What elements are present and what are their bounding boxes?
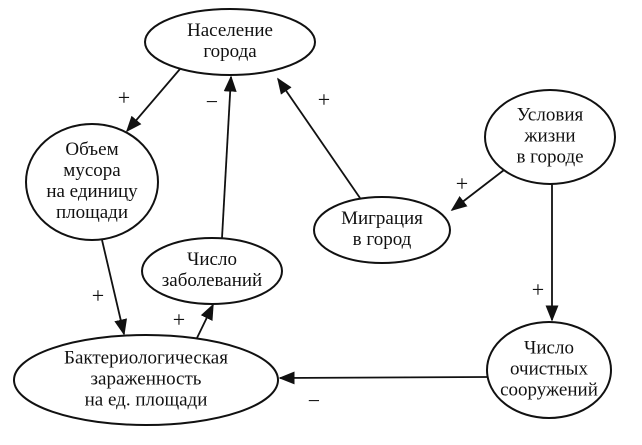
arrow-living-to-migration	[450, 169, 505, 211]
node-migration-label-line-1: в город	[353, 229, 412, 250]
arrow-treatment-to-bacteria	[278, 371, 488, 385]
arrow-disease-to-population	[221, 75, 237, 239]
node-living-label-line-2: в городе	[516, 146, 583, 167]
node-garbage-ellipse	[25, 123, 159, 241]
node-treatment-ellipse	[486, 321, 612, 419]
node-disease-label-line-1: заболеваний	[162, 270, 262, 291]
sign-bacteria-to-disease: +	[173, 307, 185, 332]
node-bacteria-label-line-1: зараженность	[91, 368, 202, 389]
node-bacteria-label-line-0: Бактериологическая	[64, 347, 228, 368]
node-population-label-line-1: города	[203, 41, 257, 62]
arrow-population-to-garbage	[125, 68, 181, 133]
node-living-label-line-1: жизни	[523, 125, 575, 146]
signs-layer: + + + − + + + −	[92, 85, 544, 413]
node-living-label-line-0: Условия	[517, 104, 584, 125]
node-bacteria-ellipse	[13, 334, 279, 426]
node-migration-ellipse	[313, 196, 451, 264]
node-population-ellipse	[144, 8, 316, 76]
node-garbage-label-line-3: площади	[56, 202, 128, 223]
arrow-bacteria-to-disease	[195, 303, 214, 341]
node-disease-ellipse	[141, 237, 283, 305]
sign-living-to-migration: +	[456, 171, 468, 196]
sign-disease-to-population: −	[206, 89, 218, 114]
node-living-ellipse	[484, 89, 616, 185]
arrow-garbage-to-bacteria	[101, 239, 127, 336]
node-treatment-label-line-2: сооружений	[500, 379, 598, 400]
node-migration-label-line-0: Миграция	[341, 208, 423, 229]
sign-garbage-to-bacteria: +	[92, 283, 104, 308]
sign-migration-to-population: +	[318, 87, 330, 112]
node-population-label-line-0: Население	[187, 20, 273, 41]
sign-population-to-garbage: +	[118, 85, 130, 110]
node-bacteria-label-line-2: на ед. площади	[85, 389, 208, 410]
node-garbage-label-line-0: Объем	[65, 139, 118, 160]
node-garbage-label-line-1: мусора	[63, 160, 121, 181]
sign-living-to-treatment: +	[532, 277, 544, 302]
sign-treatment-to-bacteria: −	[308, 388, 320, 413]
node-treatment-label-line-1: очистных	[510, 358, 588, 379]
node-treatment-label-line-0: Число	[524, 337, 574, 358]
node-garbage-label-line-2: на единицу	[46, 181, 138, 202]
edges-layer	[101, 68, 559, 385]
node-disease-label-line-0: Число	[187, 249, 237, 270]
arrow-migration-to-population	[277, 77, 361, 199]
